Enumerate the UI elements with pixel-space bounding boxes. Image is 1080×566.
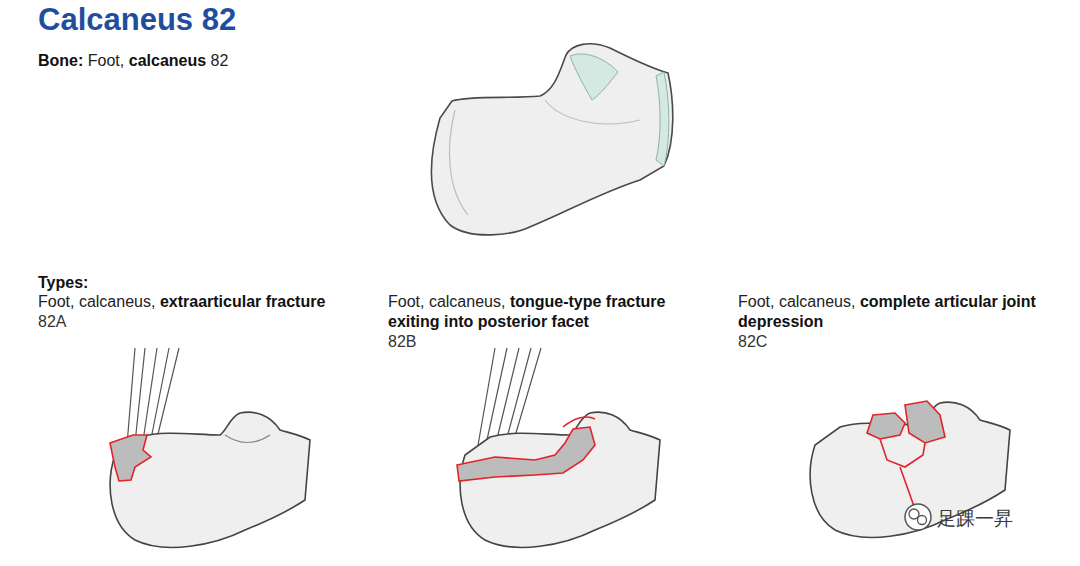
watermark-icon [905, 504, 931, 530]
watermark: 足踝一昇 [937, 506, 1013, 532]
text-label: Bone: [38, 52, 83, 69]
label-group: Bone: Foot, calcaneus 82 [38, 51, 438, 71]
label-group: Foot, calcaneus,tongue-type fracture exi… [388, 292, 718, 352]
text-label: extraarticular fracture [160, 293, 325, 310]
calcaneus-82a [110, 348, 310, 547]
calcaneus-overview [431, 44, 672, 235]
page-title: Calcaneus 82 [38, 2, 236, 38]
calcaneus-82b [457, 348, 660, 547]
label-group: Foot, calcaneus,complete articular joint… [738, 292, 1068, 352]
text-label: Foot, [88, 52, 124, 69]
text-label: Foot, calcaneus, [38, 293, 155, 310]
label-group: Foot, calcaneus, extraarticular fracture 8… [38, 292, 368, 332]
type-code: 82A [38, 312, 364, 332]
text-label: Foot, calcaneus, [388, 293, 505, 310]
text-label: Types: [38, 274, 88, 291]
type-code: 82B [388, 332, 714, 352]
type-code: 82C [738, 332, 1064, 352]
label-group: Types: [38, 273, 238, 293]
text-label: calcaneus [129, 52, 206, 69]
text-label: Foot, calcaneus, [738, 293, 855, 310]
text-label: 82 [211, 52, 229, 69]
